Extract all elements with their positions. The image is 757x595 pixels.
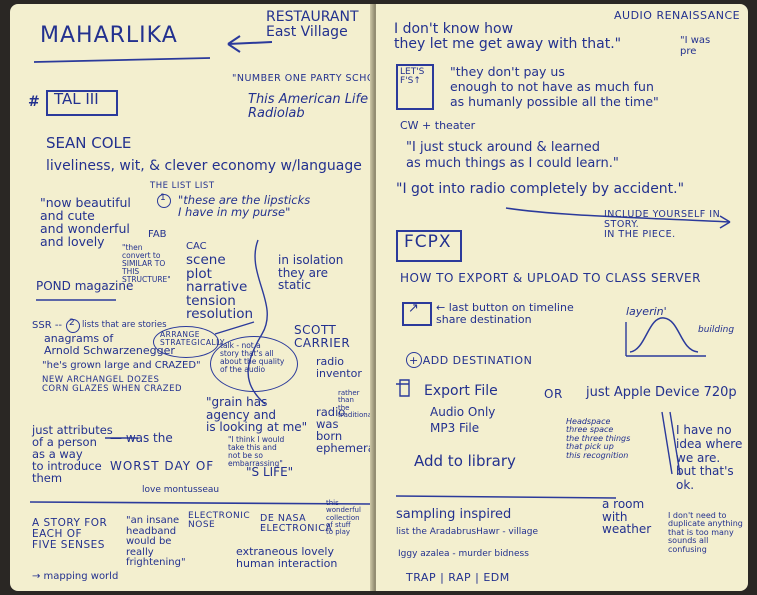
layerin-note: layerin' [626,305,667,318]
insane-headband: "an insane headband would be really frig… [126,515,186,568]
i-was-pre: "I was pre [680,35,711,57]
add-circle [406,352,422,368]
restaurant-note: RESTAURANT East Village [266,9,359,40]
list-label: THE LIST LIST [150,181,215,191]
dont-need-note: I don't need to duplicate anything that … [668,511,743,554]
mapping-world: → mapping world [32,571,119,582]
new-archangel-anagram: NEW ARCHANGEL DOZES CORN GLAZES WHEN CRA… [42,375,182,394]
right-page: AUDIO RENAISSANCE I don't know how they … [376,4,748,591]
audio-renaissance-header: AUDIO RENAISSANCE [614,9,741,22]
pond-magazine: POND magazine [36,279,134,293]
fab-note: FAB [148,229,167,240]
grain-quote: "grain has agency and is looking at me" [206,395,308,435]
or-label: OR [544,387,563,401]
trap-rap-edm: TRAP | RAP | EDM [406,571,510,584]
number-1-circle [157,194,171,208]
stuck-around-quote: "I just stuck around & learned as much t… [406,140,619,171]
louie-name: love montusseau [142,485,220,495]
beautiful-list: "now beautiful and cute and wonderful an… [40,195,131,250]
list-the-shaw: list the AradabrusHawr - village [396,527,539,537]
extraneous-interaction: extraneous lovely human interaction [236,545,338,570]
maharlika-title: MAHARLIKA [40,23,178,48]
just-apple-device: just Apple Device 720p [586,385,737,400]
fcpx-box [396,230,462,262]
pay-quote: "they don't pay us enough to not have as… [450,64,659,109]
cac-label: CAC [186,241,207,252]
share-icon: ↗ [408,301,419,316]
share-icon-box [402,302,432,326]
lets-box [396,64,434,110]
right-page-strokes [395,207,731,499]
attributes-note: just attributes of a person as a way to … [32,423,113,486]
lets-box-label: LET'S F'S↑ [400,67,425,87]
scott-carrier: SCOTT CARRIER [294,323,351,350]
radio-ephemeral: radio was born ephemeral [316,405,372,456]
headspace-note: Headspace three space the three things t… [566,417,631,460]
ssr-label: SSR -- [32,320,63,331]
talk-not-story: talk - not a story that's all about the … [220,341,285,374]
convert-structure-note: "then convert to SIMILAR TO THIS STRUCTU… [122,243,171,284]
left-page-strokes [29,35,371,505]
cw-theater: CW + theater [400,119,476,132]
i-think-quote: "I think I would take this and not be so… [228,435,285,468]
was-the: — was the [110,431,173,445]
arrange-strategically: ARRANGE STRATEGICALLY [160,330,225,347]
notebook-gutter [370,4,380,591]
tal-label: TAL III [54,90,99,108]
electronic-nose: ELECTRONIC NOSE [188,511,251,531]
dont-know-quote: I don't know how they let me get away wi… [394,21,622,52]
lists-stories: lists that are stories [82,320,167,330]
how-to-export: HOW TO EXPORT & UPLOAD TO CLASS SERVER [400,271,701,285]
arnold-anagrams: anagrams of Arnold Schwarzenegger [44,332,175,357]
host-name: SEAN COLE [46,134,132,152]
worst-day: WORST DAY OF [110,459,215,473]
isolation-note: in isolation they are static [278,253,344,293]
no-idea-note: I have no idea where we are. but that's … [676,423,743,493]
life-quote: "S LIFE" [246,465,294,479]
export-file: Export File [424,383,498,399]
add-destination: + ADD DESTINATION [409,354,533,367]
left-page: MAHARLIKA RESTAURANT East Village "NUMBE… [10,4,372,591]
fcpx-label: FCPX [404,232,452,252]
building-note: building [698,325,735,335]
got-into-radio-quote: "I got into radio completely by accident… [396,181,685,197]
radio-shows: This American Life Radiolab [248,92,369,121]
number-2: 2 [69,318,75,328]
sampling-inspired: sampling inspired [396,507,512,522]
hash-mark: # [28,94,40,110]
number-1: 1 [160,193,166,203]
add-to-library: Add to library [414,452,516,470]
tal-box [46,90,118,116]
de-nasa: DE NASA ELECTRONICA [260,513,333,534]
include-yourself: INCLUDE YOURSELF IN STORY. IN THE PIECE. [604,209,721,240]
wonderful-collection: this wonderful collection of stuff to pl… [326,499,361,537]
party-school-quote: "NUMBER ONE PARTY SCHOOL" [232,73,372,84]
audio-only-mp3: Audio Only MP3 File [430,405,496,436]
iggy-azalea: Iggy azalea - murder bidness [398,549,529,559]
grown-large-quote: "he's grown large and CRAZED" [42,360,201,371]
lipstick-quote: "these are the lipsticks I have in my pu… [178,193,311,220]
arrange-circle [153,326,219,358]
traditional-note: rather than the traditional [338,389,372,420]
radio-inventor: radio inventor [316,355,362,380]
talk-circle [210,336,298,392]
number-2-circle [66,319,80,333]
structure-words: scene plot narrative tension resolution [186,252,254,322]
last-button-note: ← last button on timeline share destinat… [436,301,574,326]
room-weather: a room with weather [602,497,652,537]
five-senses: A STORY FOR EACH OF FIVE SENSES [32,517,108,552]
qualities-note: liveliness, wit, & clever economy w/lang… [46,158,362,174]
